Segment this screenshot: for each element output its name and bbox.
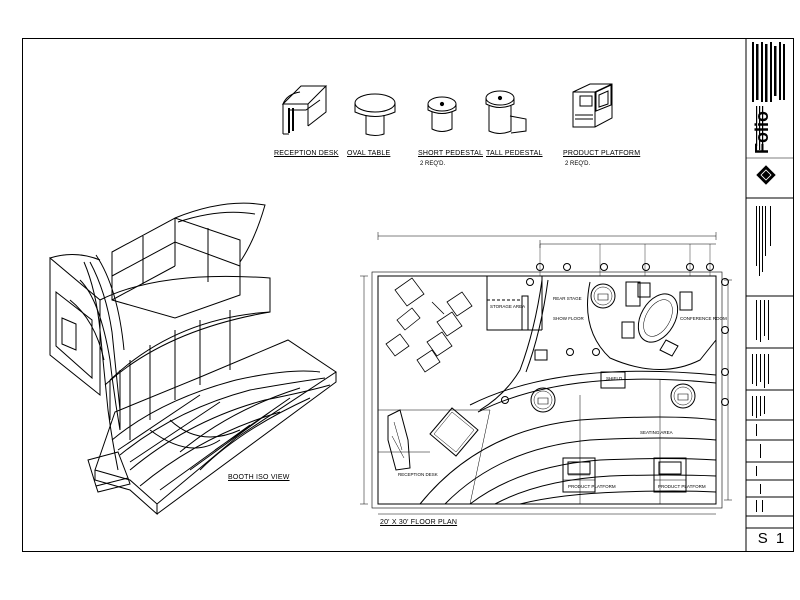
oval-table-icon — [354, 93, 396, 136]
drawing-sheet — [22, 38, 794, 552]
floor-plan-drawing — [360, 232, 732, 515]
title-block-text-blocks — [752, 42, 785, 512]
short-pedestal-label: SHORT PEDESTAL — [418, 150, 484, 157]
iso-view-caption: BOOTH ISO VIEW — [228, 474, 290, 481]
platform-right-label: PRODUCT PLATFORM — [658, 484, 706, 489]
product-platform-qty: 2 REQ'D. — [565, 161, 591, 167]
reception-desk-label: RECEPTION DESK — [274, 150, 339, 157]
show-floor-label: SHOW FLOOR — [553, 316, 584, 321]
reception-desk-plan-label: RECEPTION DESK — [398, 472, 438, 477]
platform-left-label: PRODUCT PLATFORM — [568, 484, 616, 489]
short-pedestal-icon — [427, 96, 457, 132]
sheet-number: S 1 — [757, 530, 787, 547]
conference-room-label: CONFERENCE ROOM — [680, 316, 727, 321]
booth-iso-drawing — [49, 202, 337, 516]
title-block — [745, 38, 794, 552]
storage-area-label: STORAGE AREA — [490, 304, 526, 309]
short-pedestal-qty: 2 REQ'D. — [420, 161, 446, 167]
product-platform-label: PRODUCT PLATFORM — [563, 150, 641, 157]
reception-desk-icon — [281, 85, 328, 135]
rear-stage-label: REAR STAGE — [553, 296, 582, 301]
shield-label: SHIELD — [606, 376, 623, 381]
seating-area-label: SEATING AREA — [640, 430, 673, 435]
tall-pedestal-icon — [485, 90, 527, 134]
brand-logo-text: Folio — [752, 111, 772, 154]
floor-plan-caption: 20' X 30' FLOOR PLAN — [380, 519, 458, 526]
tall-pedestal-label: TALL PEDESTAL — [486, 150, 543, 157]
oval-table-label: OVAL TABLE — [347, 150, 391, 157]
product-platform-icon — [572, 83, 613, 128]
